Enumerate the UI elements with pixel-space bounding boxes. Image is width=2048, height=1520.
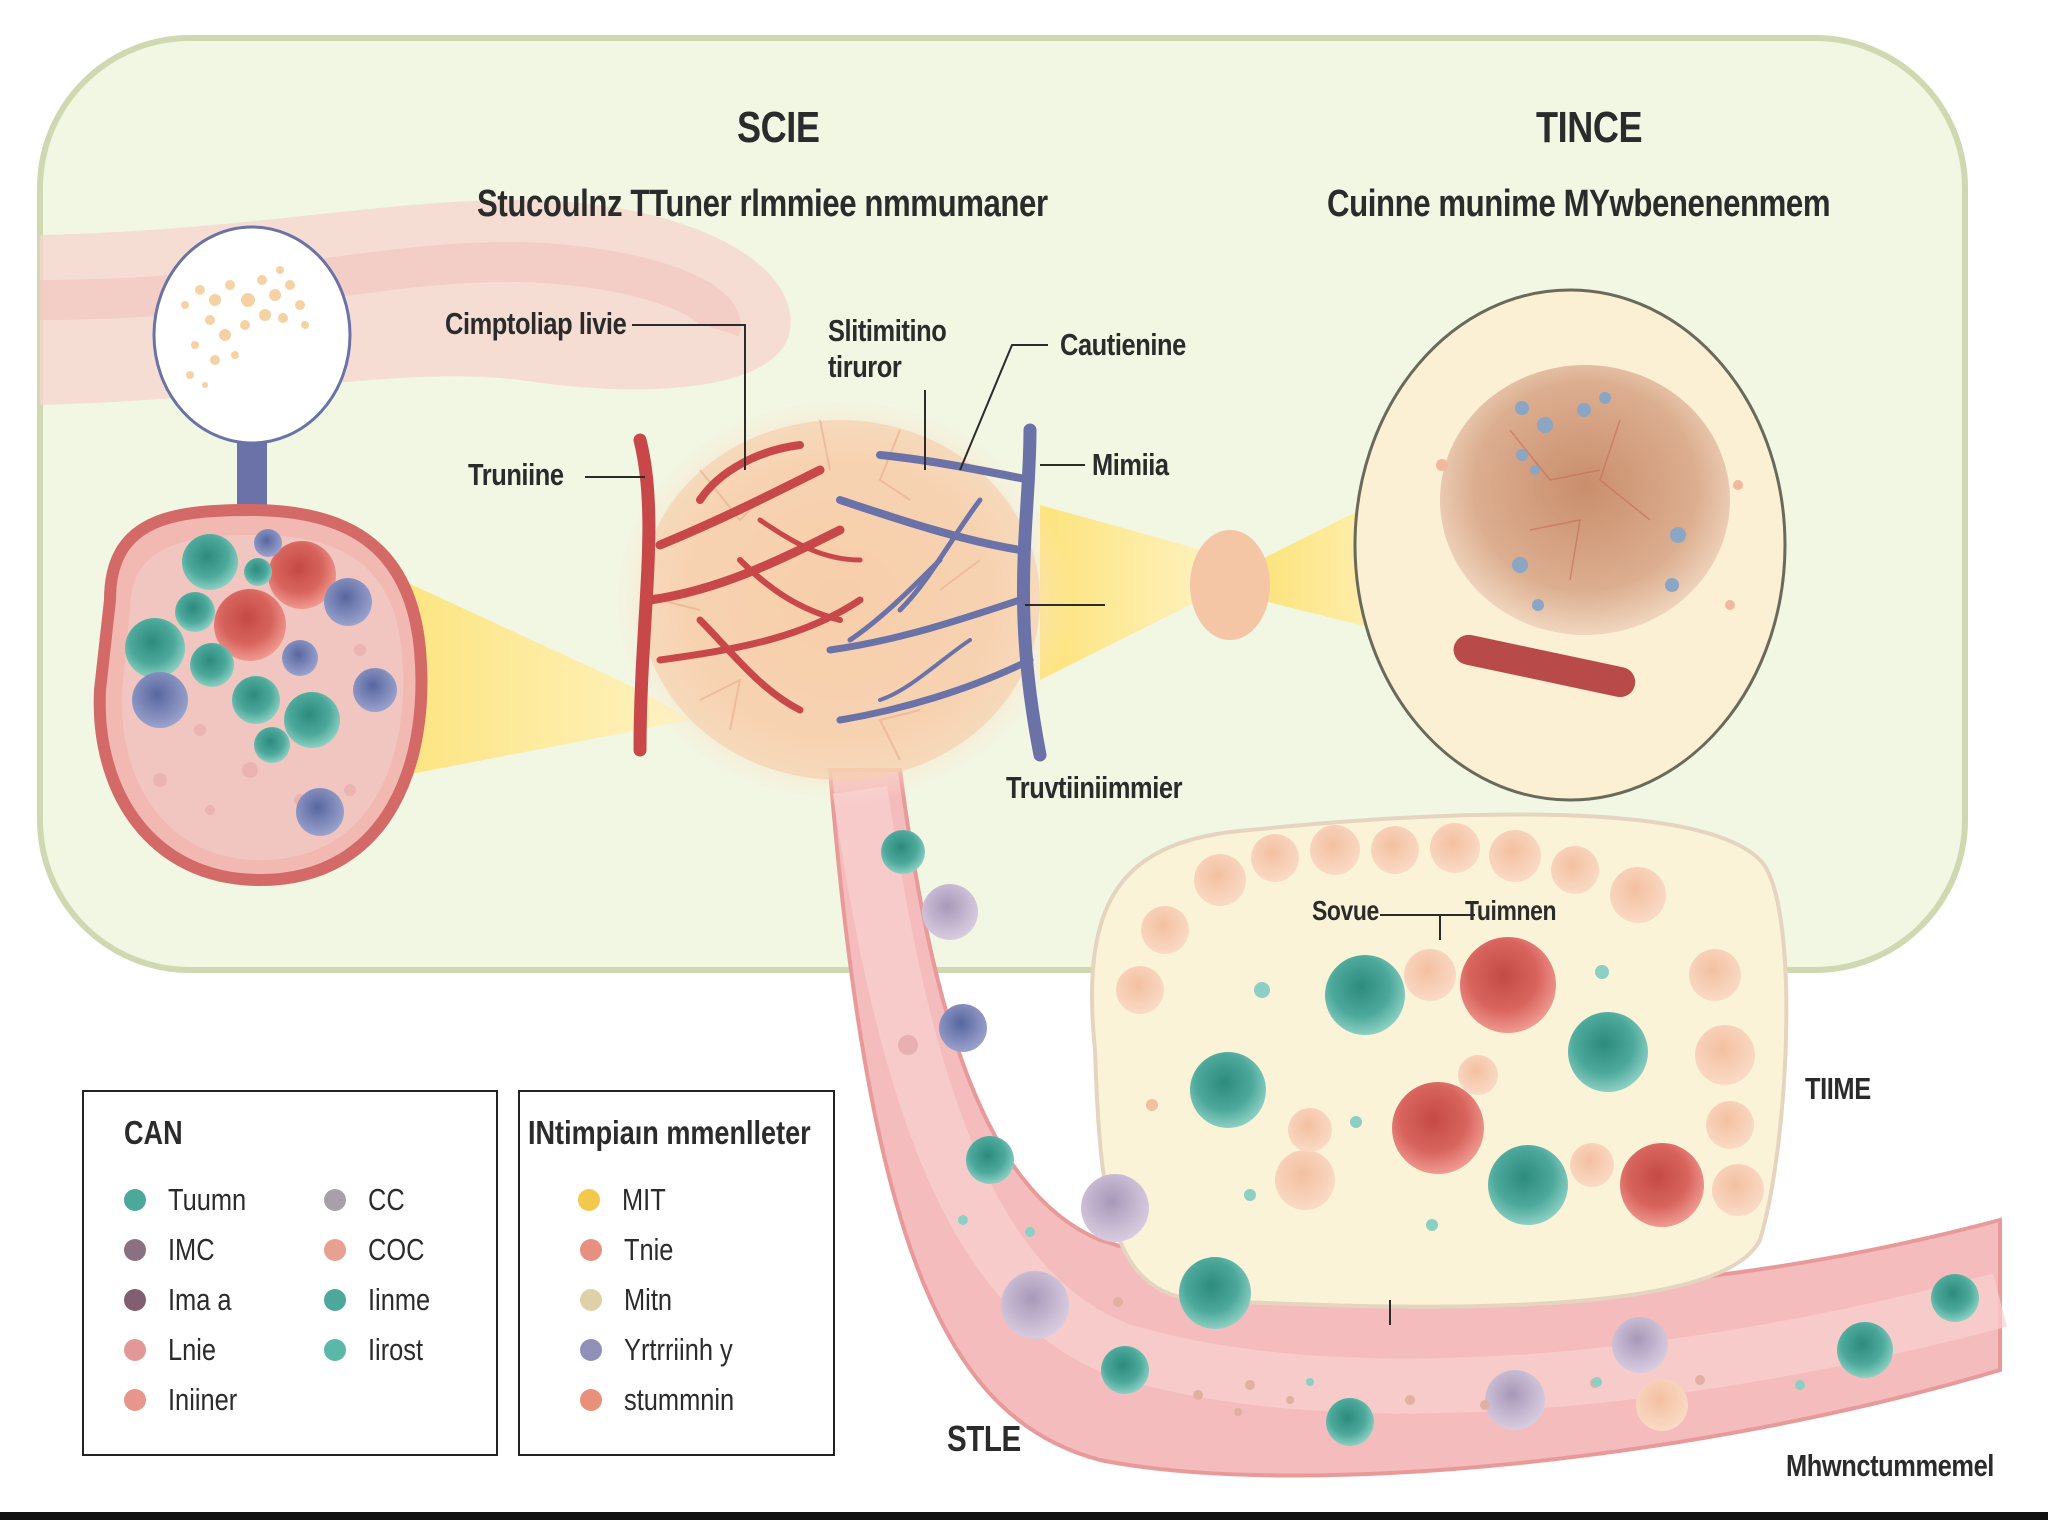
legend-item: Iniiner [124,1380,252,1420]
callout-cimptoliap: Cimptoliap livie [445,306,627,341]
legend-swatch [580,1239,602,1261]
light-beam-mid [1040,505,1220,680]
legend-item: CC [324,1180,413,1220]
legend-label: Lnie [168,1332,217,1367]
legend-item: IMC [124,1230,225,1270]
legend-swatch [324,1189,346,1211]
callout-truniine: Truniine [468,457,564,492]
leader-lines [585,324,1475,1325]
legend-label: Iniiner [168,1382,238,1417]
legend-item: Lnie [124,1330,227,1370]
vein-network [826,423,1047,762]
legend-item: Iirost [324,1330,435,1370]
legend-item: Ima a [124,1280,246,1320]
callout-mimiia: Mimiia [1092,447,1169,482]
legend-swatch [124,1189,146,1211]
legend-label: CC [368,1182,405,1217]
tissue-cells [125,529,397,836]
callout-truvtiiniimmier: Truvtiiniimmier [1006,770,1183,805]
tumor-fragment [1190,530,1270,640]
right-panel-title: TINCE [1536,103,1643,152]
legend-swatch [578,1189,600,1211]
legend-label: Yrtrriinh y [624,1332,733,1367]
red-blood-cell [1453,634,1636,698]
legend-item: MIT [578,1180,675,1220]
callout-cautienine: Cautienine [1060,327,1186,362]
cluster-immune-cells [1146,937,1704,1231]
legend-swatch [124,1389,146,1411]
legend-swatch [580,1339,602,1361]
legend-label: Ima a [168,1282,232,1317]
legend-swatch [324,1289,346,1311]
right-panel-subtitle: Cuinne munime MYwbenenenmem [1327,183,1831,225]
artery-network [633,433,864,757]
legend-label: Iinme [368,1282,431,1317]
light-beam-left [380,570,690,780]
legend-swatch [124,1239,146,1261]
callout-stle: STLE [947,1418,1021,1459]
legend-item: COC [324,1230,437,1270]
callout-mhwnctummemel: Mhwnctummemel [1786,1448,1994,1483]
left-panel-subtitle: Stucoulnz TTuner rlmmiee nmmumaner [477,183,1048,225]
legend-swatch [124,1289,146,1311]
legend-item: Tuumn [124,1180,263,1220]
legend-item: Yrtrriinh y [580,1330,757,1370]
legend-swatch [324,1239,346,1261]
legend-left-title: CAN [124,1114,183,1151]
legend-swatch [580,1289,602,1311]
bottom-border [0,1512,2048,1520]
callout-tiime: TIIME [1805,1071,1871,1106]
legend-right-title: INtimpiaın mmenlleter [528,1114,811,1151]
blood-vessel [827,768,2002,1478]
callout-tuimnen: Tuimnen [1465,895,1557,926]
legend-label: Tnie [624,1232,674,1267]
legend-label: IMC [168,1232,215,1267]
legend-item: Tnie [580,1230,684,1270]
legend-item: stummnin [580,1380,758,1420]
legend-label: MIT [622,1182,666,1217]
legend-item: Mitn [580,1280,683,1320]
callout-slitimitino: Slitimitino tiruror [828,313,947,384]
legend-label: Iirost [368,1332,424,1367]
legend-swatch [124,1339,146,1361]
vessel-cells [881,830,1979,1446]
magnifier-lens [152,225,352,445]
legend-label: Mitn [624,1282,673,1317]
legend-label: Tuumn [168,1182,247,1217]
legend-item: Iinme [324,1280,444,1320]
callout-sovue: Sovue [1312,895,1379,926]
cluster-border-cells [1116,823,1764,1216]
zoom-immune-cells [1512,392,1686,611]
legend-label: stummnin [624,1382,735,1417]
legend-swatch [324,1339,346,1361]
left-panel-title: SCIE [737,103,820,152]
legend-label: COC [368,1232,425,1267]
magnifier-particles [181,266,309,388]
legend-swatch [580,1389,602,1411]
